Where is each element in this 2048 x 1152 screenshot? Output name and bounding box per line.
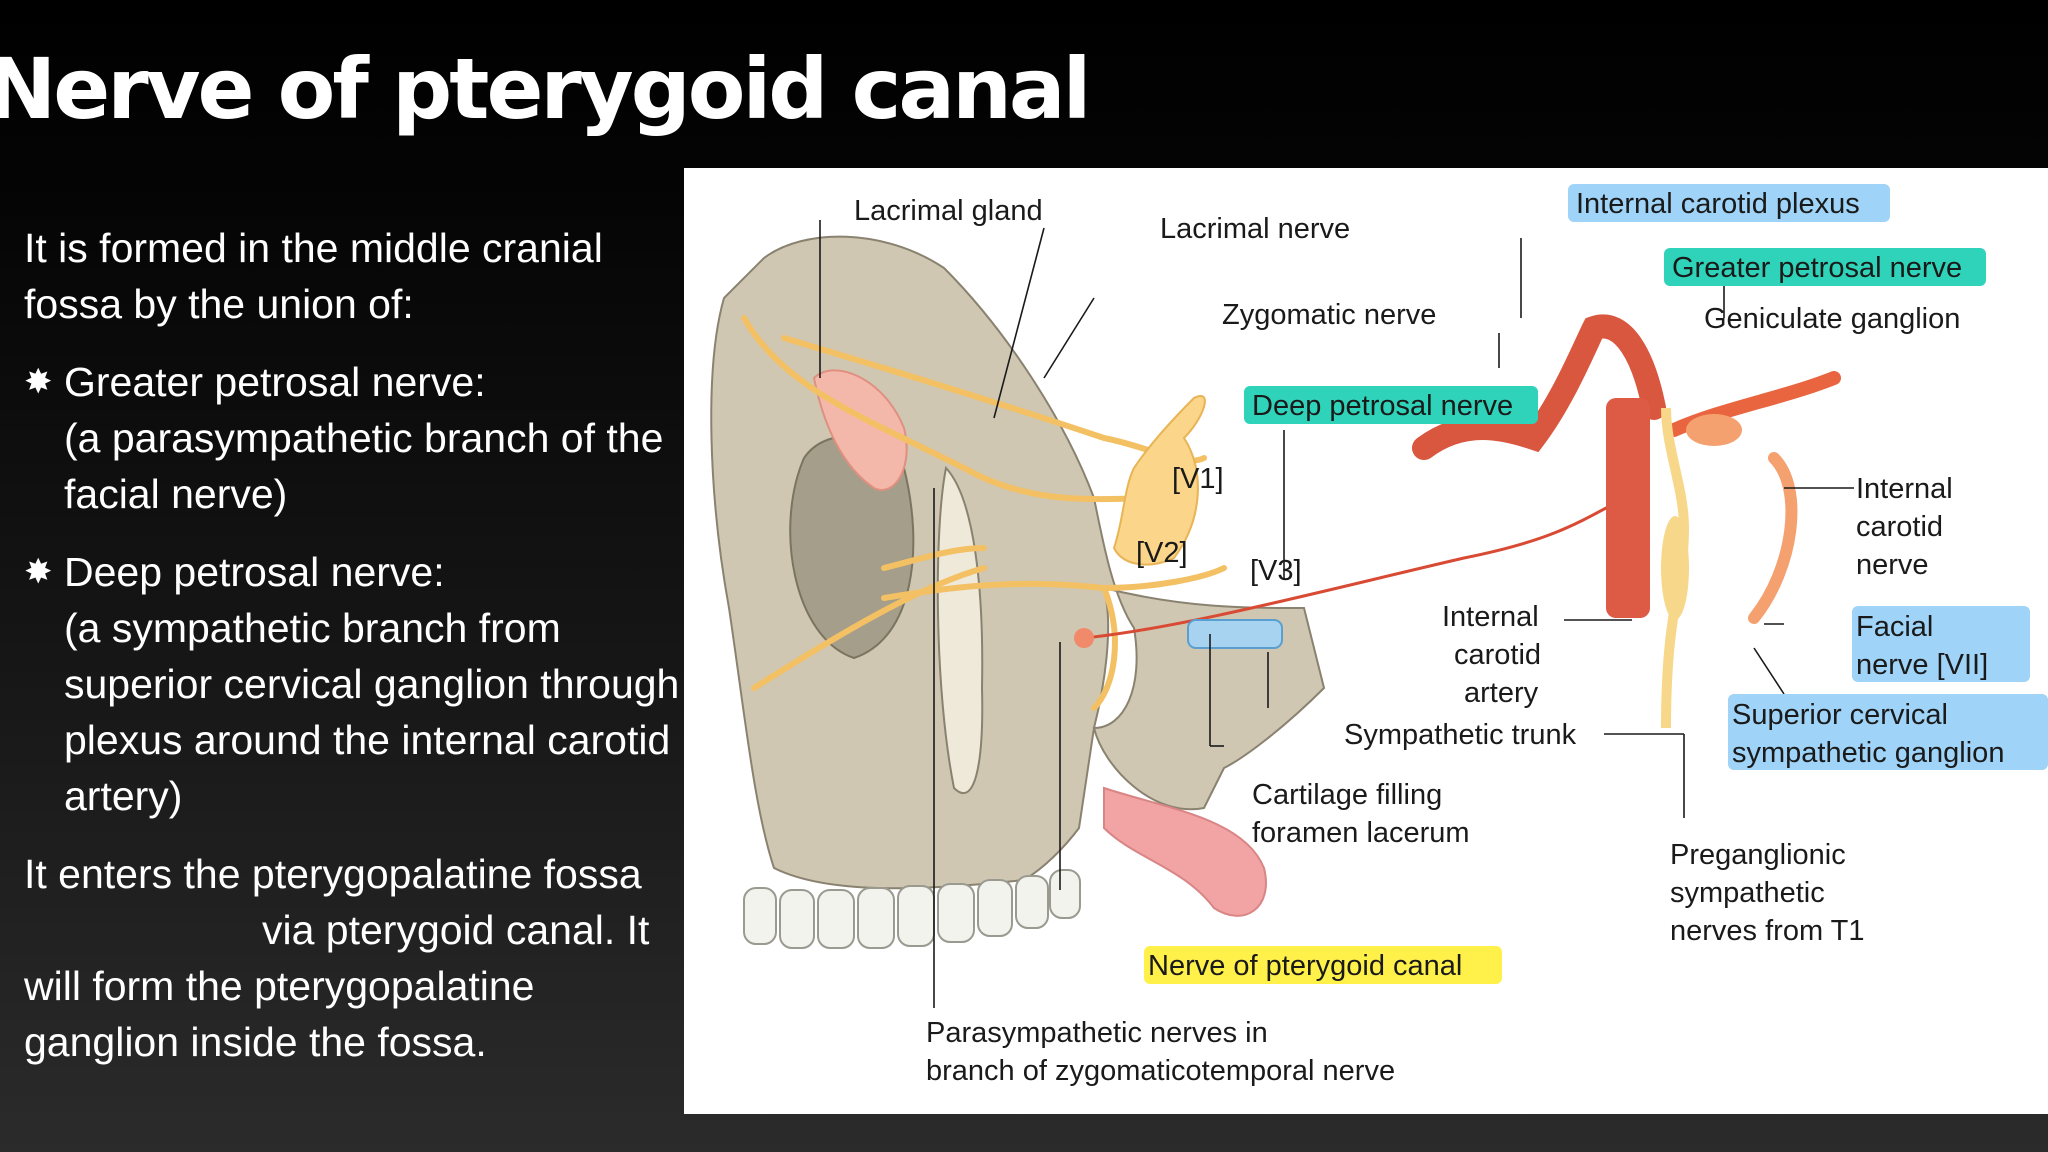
bullet-deep-petrosal: ✸ Deep petrosal nerve: (a sympathetic br… [24, 544, 684, 824]
label-lacrimal-gland: Lacrimal gland [854, 195, 1043, 227]
label-parasympathetic-2: branch of zygomaticotemporal nerve [926, 1055, 1395, 1087]
anatomy-diagram: Lacrimal gland Lacrimal nerve Zygomatic … [710, 184, 2048, 1087]
label-internal-carotid-plexus: Internal carotid plexus [1576, 188, 1860, 220]
superior-cervical-ganglion-shape [1661, 516, 1689, 620]
label-facial-nerve-1: Facial [1856, 611, 1933, 643]
asterisk-bullet-icon: ✸ [24, 363, 53, 401]
bullet-greater-petrosal: ✸ Greater petrosal nerve: (a parasympath… [24, 354, 684, 522]
label-parasympathetic-1: Parasympathetic nerves in [926, 1017, 1268, 1049]
label-deep-petrosal-nerve: Deep petrosal nerve [1252, 390, 1513, 422]
label-zygomatic-nerve: Zygomatic nerve [1222, 299, 1436, 331]
intro-text: It is formed in the middle cranial fossa… [24, 225, 603, 327]
label-superior-cervical-1: Superior cervical [1732, 699, 1948, 731]
pterygopalatine-ganglion-dot [1074, 628, 1094, 648]
label-internal-carotid-artery-2: carotid [1454, 639, 1541, 671]
label-internal-carotid-nerve-2: carotid [1856, 511, 1943, 543]
slide-title: Nerve of pterygoid canal [0, 40, 1091, 138]
trigeminal-ganglion [1112, 395, 1206, 566]
nerve-pterygoid-canal-line [1083, 486, 1645, 640]
lacrimal-gland-shape [812, 369, 908, 491]
label-internal-carotid-nerve-3: nerve [1856, 549, 1929, 581]
slide-body: It is formed in the middle cranial fossa… [24, 220, 684, 1092]
label-facial-nerve-2: nerve [VII] [1856, 649, 1988, 681]
asterisk-bullet-icon: ✸ [24, 553, 53, 591]
outro-part2: via pterygoid canal. It will form the pt… [24, 907, 650, 1065]
label-v1: [V1] [1172, 463, 1224, 495]
foramen-lacerum-shape [1187, 619, 1283, 649]
anatomy-figure: Lacrimal gland Lacrimal nerve Zygomatic … [684, 168, 2048, 1114]
teeth-row [743, 869, 1081, 949]
carotid-artery-horizontal [1412, 314, 1666, 460]
leader-lines [819, 220, 1854, 1008]
label-lacrimal-nerve: Lacrimal nerve [1160, 213, 1350, 245]
label-preganglionic-2: sympathetic [1670, 877, 1825, 909]
label-sympathetic-trunk: Sympathetic trunk [1344, 719, 1577, 751]
hl-internal-carotid-plexus [1568, 184, 1890, 222]
bullet-detail: (a sympathetic branch from superior cerv… [64, 605, 680, 819]
label-internal-carotid-nerve-1: Internal [1856, 473, 1953, 505]
bullet-title: Greater petrosal nerve: [64, 359, 486, 405]
label-v2: [V2] [1136, 537, 1188, 569]
label-cartilage-1: Cartilage filling [1252, 779, 1442, 811]
outro-text: It enters the pterygopalatine fossa via p… [24, 846, 684, 1070]
label-internal-carotid-artery-1: Internal [1442, 601, 1539, 633]
label-nerve-pterygoid-canal: Nerve of pterygoid canal [1148, 950, 1462, 982]
bullet-list: ✸ Greater petrosal nerve: (a parasympath… [24, 354, 684, 824]
geniculate-ganglion-shape [1686, 414, 1742, 446]
label-geniculate-ganglion: Geniculate ganglion [1704, 303, 1960, 335]
hl-deep-petrosal-nerve [1244, 386, 1538, 424]
hl-superior-cervical [1728, 694, 2048, 770]
bullet-detail: (a parasympathetic branch of the facial … [64, 415, 664, 517]
hl-facial-nerve [1852, 606, 2030, 682]
label-preganglionic-3: nerves from T1 [1670, 915, 1864, 947]
carotid-artery-vertical [1606, 398, 1650, 618]
hl-nerve-pterygoid-canal [1144, 946, 1502, 984]
facial-nerve-curve [1748, 452, 1798, 624]
label-greater-petrosal-nerve: Greater petrosal nerve [1672, 252, 1962, 284]
label-internal-carotid-artery-3: artery [1464, 677, 1539, 709]
outro-part1: It enters the pterygopalatine fossa [24, 851, 642, 897]
label-superior-cervical-2: sympathetic ganglion [1732, 737, 2004, 769]
label-cartilage-2: foramen lacerum [1252, 817, 1470, 849]
label-v3: [V3] [1250, 555, 1302, 587]
hl-greater-petrosal-nerve [1664, 248, 1986, 286]
bullet-title: Deep petrosal nerve: [64, 549, 445, 595]
label-preganglionic-1: Preganglionic [1670, 839, 1846, 871]
tongue-shape [1103, 786, 1267, 917]
